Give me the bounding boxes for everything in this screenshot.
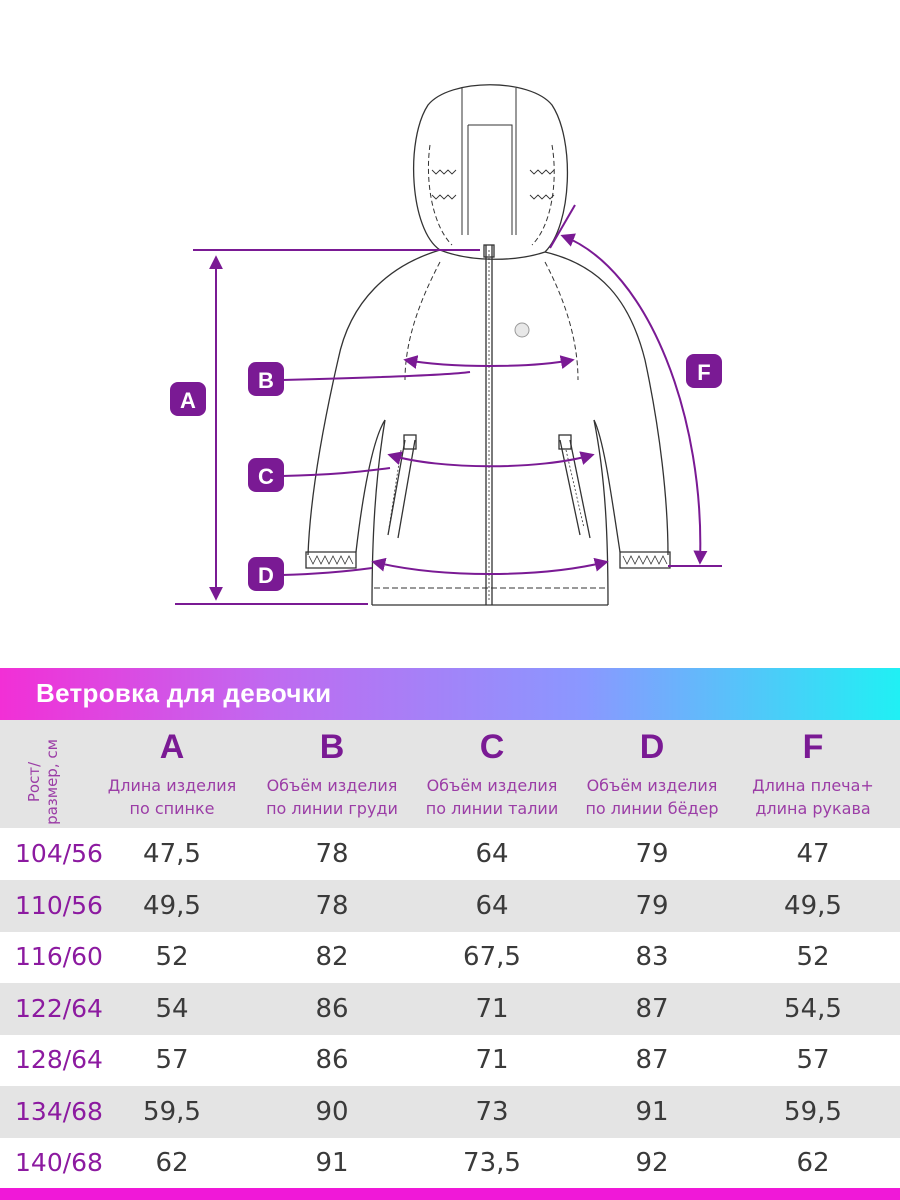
value-cell: 49,5 <box>143 890 201 921</box>
value-cell: 86 <box>315 1045 349 1075</box>
value-cell: 59,5 <box>143 1096 201 1127</box>
value-cell: 91 <box>315 1148 349 1178</box>
value-cell: 54 <box>155 993 189 1024</box>
logo-circle-icon <box>514 322 530 338</box>
size-cell: 122/64 <box>15 993 103 1023</box>
value-cell: 64 <box>475 839 509 869</box>
table-row: 110/56 49,5 78 64 79 49,5 <box>0 879 900 932</box>
value-cell: 82 <box>315 942 349 972</box>
value-cell: 86 <box>315 993 349 1024</box>
badge-b: B <box>248 362 284 396</box>
badge-c: C <box>248 458 284 492</box>
column-desc: Длина плеча+ длина рукава <box>752 776 874 818</box>
size-cell: 128/64 <box>15 1045 103 1074</box>
table-title: Ветровка для девочки <box>36 678 332 708</box>
value-cell: 64 <box>475 890 509 921</box>
value-cell: 52 <box>796 942 830 972</box>
value-cell: 73,5 <box>463 1148 521 1178</box>
badge-a-label: A <box>180 388 196 413</box>
value-cell: 59,5 <box>784 1096 842 1127</box>
badge-b-label: B <box>258 368 274 393</box>
value-cell: 71 <box>475 993 509 1024</box>
value-cell: 90 <box>315 1096 349 1127</box>
column-desc: Объём изделия по линии бёдер <box>585 776 719 818</box>
column-desc: Объём изделия по линии талии <box>425 776 559 818</box>
column-letter: F <box>802 728 824 766</box>
badge-c-label: C <box>258 464 274 489</box>
badge-d-label: D <box>258 563 274 588</box>
value-cell: 87 <box>635 1045 669 1075</box>
badge-d: D <box>248 557 284 591</box>
value-cell: 57 <box>155 1045 189 1075</box>
size-cell: 110/56 <box>15 890 103 920</box>
table-row: 140/68 62 91 73,5 92 62 <box>0 1137 900 1189</box>
column-letter: B <box>319 728 345 766</box>
value-cell: 47,5 <box>143 839 201 869</box>
size-cell: 134/68 <box>15 1096 103 1126</box>
value-cell: 67,5 <box>463 942 521 972</box>
column-header-c: C Объём изделия по линии талии <box>407 720 577 820</box>
value-cell: 78 <box>315 890 349 921</box>
value-cell: 78 <box>315 839 349 869</box>
table-row: 128/64 57 86 71 87 57 <box>0 1034 900 1086</box>
value-cell: 49,5 <box>784 890 842 921</box>
size-column-header-text: Рост/ размер, см <box>25 739 61 825</box>
value-cell: 91 <box>635 1096 669 1127</box>
size-column-header: Рост/ размер, см <box>18 739 68 825</box>
table-title-bar: Ветровка для девочки <box>0 668 900 720</box>
column-header-d: D Объём изделия по линии бёдер <box>567 720 737 820</box>
size-cell: 116/60 <box>15 942 103 971</box>
size-cell: 104/56 <box>15 839 103 868</box>
size-cell: 140/68 <box>15 1148 103 1177</box>
value-cell: 47 <box>796 839 830 869</box>
table-row: 104/56 47,5 78 64 79 47 <box>0 828 900 880</box>
value-cell: 62 <box>796 1148 830 1178</box>
value-cell: 52 <box>155 942 189 972</box>
column-header-a: A Длина изделия по спинке <box>87 720 257 820</box>
badge-a: A <box>170 382 206 416</box>
value-cell: 71 <box>475 1045 509 1075</box>
jacket-measurement-diagram: A B C D F <box>170 84 722 606</box>
column-desc: Длина изделия по спинке <box>107 776 237 818</box>
value-cell: 73 <box>475 1096 509 1127</box>
bottom-accent-bar <box>0 1188 900 1200</box>
table-row: 134/68 59,5 90 73 91 59,5 <box>0 1085 900 1138</box>
value-cell: 54,5 <box>784 993 842 1024</box>
badge-f-label: F <box>697 360 710 385</box>
value-cell: 62 <box>155 1148 189 1178</box>
column-header-b: B Объём изделия по линии груди <box>247 720 417 820</box>
value-cell: 79 <box>635 839 669 869</box>
jacket-drawing <box>305 84 671 606</box>
value-cell: 92 <box>635 1148 669 1178</box>
table-row: 122/64 54 86 71 87 54,5 <box>0 982 900 1035</box>
column-desc: Объём изделия по линии груди <box>266 776 398 818</box>
value-cell: 83 <box>635 942 669 972</box>
table-row: 116/60 52 82 67,5 83 52 <box>0 931 900 983</box>
column-letter: D <box>639 728 665 766</box>
value-cell: 57 <box>796 1045 830 1075</box>
column-letter: A <box>159 728 185 766</box>
value-cell: 87 <box>635 993 669 1024</box>
measurement-lines <box>175 204 722 605</box>
table-header-row: Рост/ размер, см A Длина изделия по спин… <box>0 720 900 828</box>
column-letter: C <box>479 728 505 766</box>
badge-f: F <box>686 354 722 388</box>
value-cell: 79 <box>635 890 669 921</box>
column-header-f: F Длина плеча+ длина рукава <box>728 720 898 820</box>
